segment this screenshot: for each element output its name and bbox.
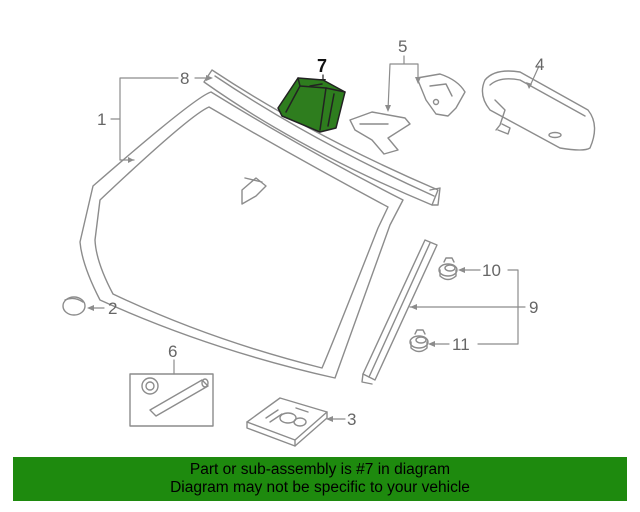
- callout-2: 2: [108, 299, 117, 318]
- cap-2: [62, 296, 86, 316]
- highlighted-part-7[interactable]: [277, 77, 346, 133]
- callout-3: 3: [347, 410, 356, 429]
- side-molding: [361, 239, 438, 385]
- rearview-mirror-4: [481, 70, 596, 151]
- callout-8: 8: [180, 69, 189, 88]
- callout-7[interactable]: 7: [317, 56, 327, 76]
- clip-11: [409, 329, 429, 353]
- callout-9: 9: [529, 298, 538, 317]
- adhesive-kit-6: [129, 373, 214, 427]
- callout-11: 11: [452, 335, 470, 354]
- callout-5: 5: [398, 37, 407, 56]
- arrowheads: [87, 75, 532, 422]
- mirror-mount-5a: [416, 73, 466, 117]
- callout-6: 6: [168, 342, 177, 361]
- callout-4: 4: [535, 55, 544, 74]
- callout-1: 1: [97, 110, 106, 129]
- banner-line-1: Part or sub-assembly is #7 in diagram: [189, 461, 451, 478]
- windshield-glass: [79, 91, 404, 379]
- clip-10: [438, 257, 458, 281]
- info-banner: Part or sub-assembly is #7 in diagram Di…: [13, 457, 627, 501]
- callout-10: 10: [482, 261, 501, 280]
- leader-lines: [88, 55, 540, 420]
- mirror-mount-5b: [349, 111, 411, 155]
- tray-3: [246, 397, 328, 447]
- banner-line-2: Diagram may not be specific to your vehi…: [170, 479, 470, 496]
